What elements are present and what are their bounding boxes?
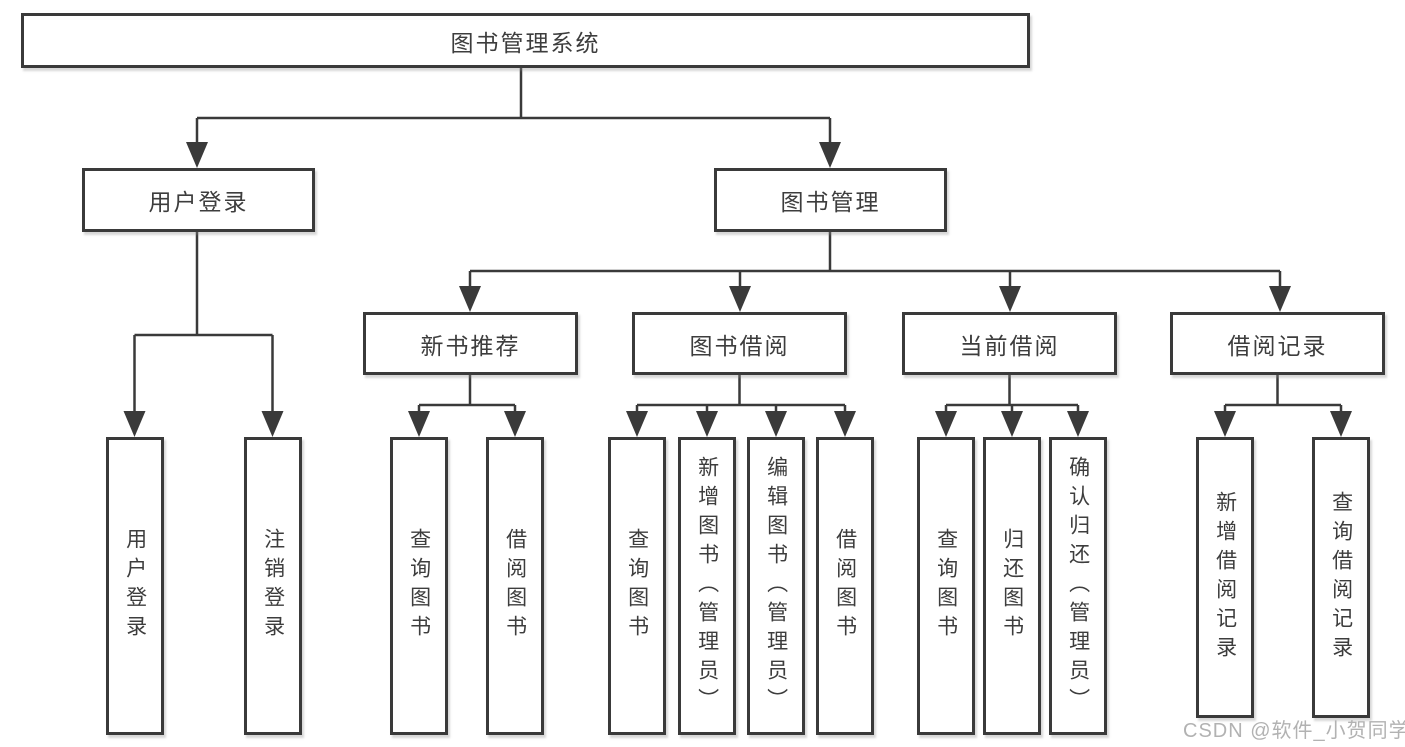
leaf-logout: 注销登录 [244,437,302,735]
node-label: 查询借阅记录 [1329,490,1353,665]
node-label: 新增图书（管理员） [695,455,719,717]
node-label: 查询图书 [625,528,649,644]
leaf-borrow-books-recommend: 借阅图书 [486,437,544,735]
leaf-return-book: 归还图书 [983,437,1041,735]
leaf-borrow-books: 借阅图书 [816,437,874,735]
node-user-login: 用户登录 [82,168,315,232]
leaf-add-book-admin: 新增图书（管理员） [678,437,736,735]
node-label: 当前借阅 [959,332,1060,359]
leaf-add-borrow-record: 新增借阅记录 [1196,437,1254,718]
node-label: 图书借阅 [689,332,790,359]
node-label: 注销登录 [261,528,285,644]
leaf-query-borrow-record: 查询借阅记录 [1312,437,1370,718]
leaf-query-books-current: 查询图书 [917,437,975,735]
node-label: 借阅图书 [503,528,527,644]
node-label: 查询图书 [934,528,958,644]
leaf-user-login: 用户登录 [106,437,164,735]
node-label: 图书管理系统 [450,29,601,56]
node-library-management-system: 图书管理系统 [21,13,1030,68]
node-label: 借阅记录 [1227,332,1328,359]
node-book-borrowing: 图书借阅 [632,312,847,375]
node-book-management: 图书管理 [714,168,947,232]
node-label: 新增借阅记录 [1213,490,1237,665]
node-label: 归还图书 [1000,528,1024,644]
node-label: 新书推荐 [420,332,521,359]
leaf-query-books-recommend: 查询图书 [390,437,448,735]
node-new-book-recommend: 新书推荐 [363,312,578,375]
node-label: 用户登录 [148,189,249,215]
node-label: 图书管理 [780,189,881,215]
leaf-edit-book-admin: 编辑图书（管理员） [747,437,805,735]
csdn-watermark: CSDN @软件_小贺同学 [1183,720,1405,742]
node-borrowing-records: 借阅记录 [1170,312,1385,375]
leaf-query-books-borrow: 查询图书 [608,437,666,735]
leaf-confirm-return-admin: 确认归还（管理员） [1049,437,1107,735]
node-label: 确认归还（管理员） [1066,455,1090,717]
node-label: 编辑图书（管理员） [764,455,788,717]
node-label: 借阅图书 [833,528,857,644]
node-current-borrowing: 当前借阅 [902,312,1117,375]
node-label: 查询图书 [407,528,431,644]
node-label: 用户登录 [123,528,147,644]
